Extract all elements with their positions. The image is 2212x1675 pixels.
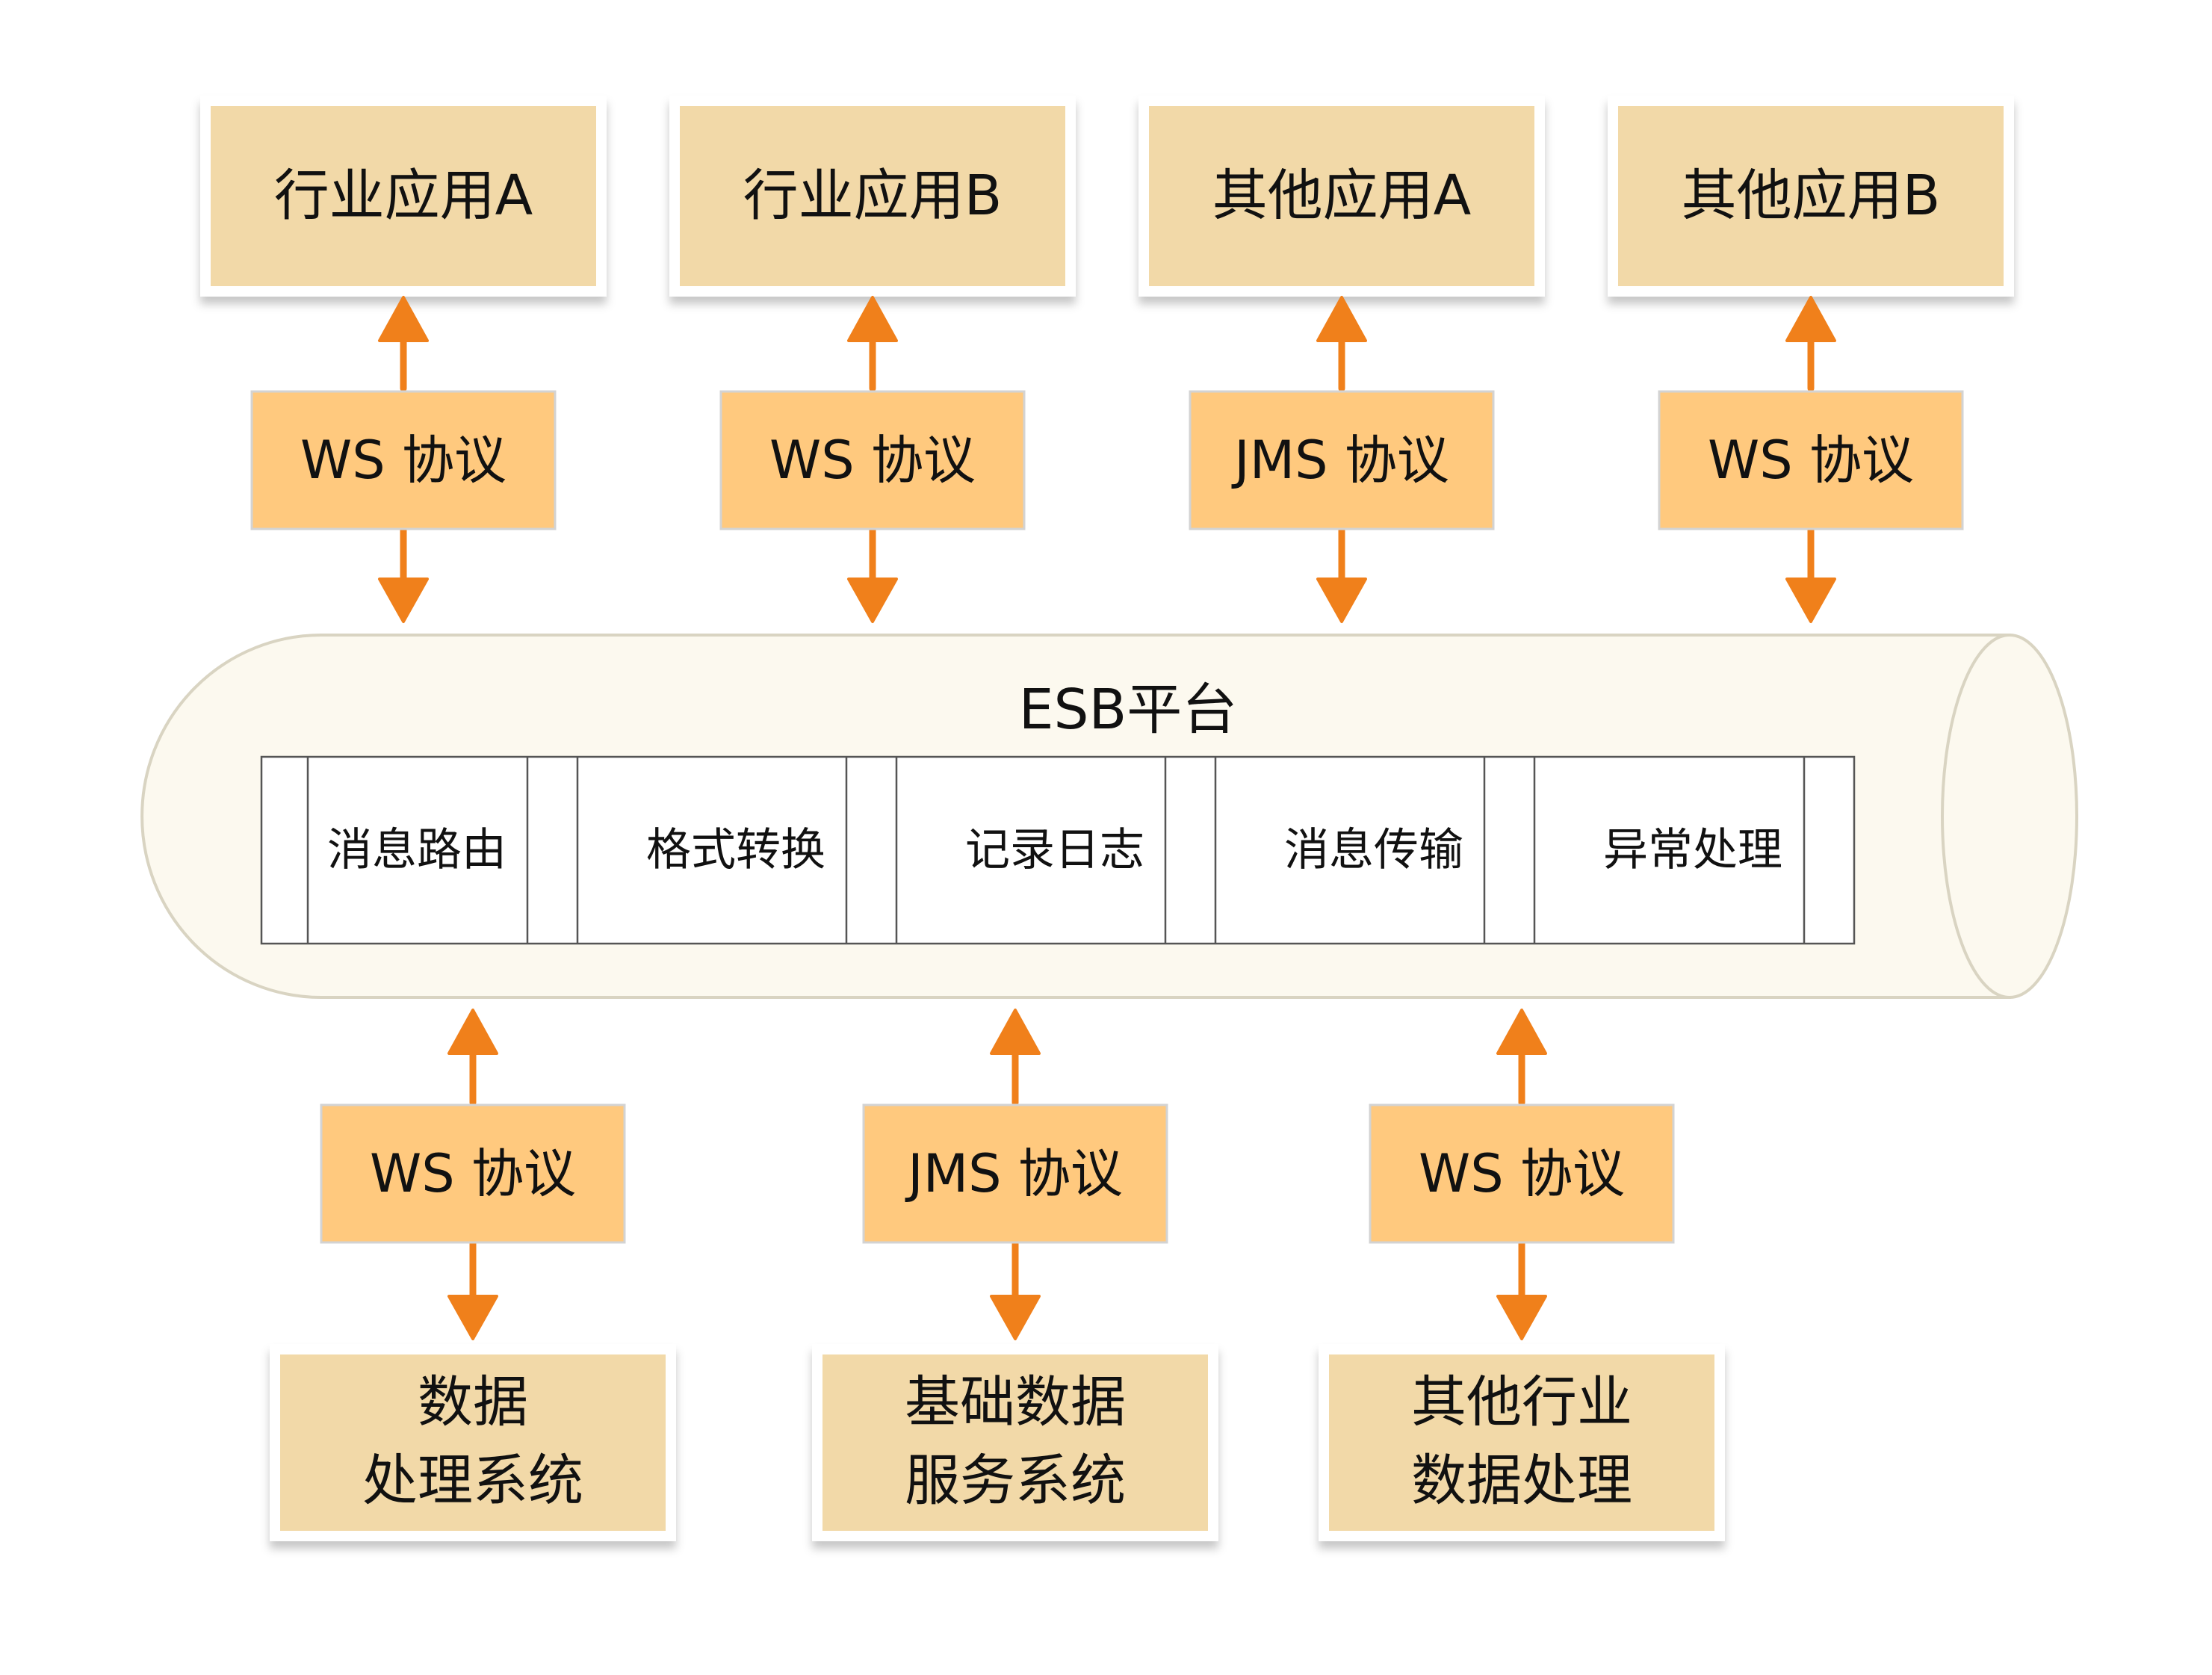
arrow-up-head — [447, 1009, 498, 1055]
protocol-label: JMS 协议 — [905, 1143, 1123, 1204]
arrow-top-1 — [378, 296, 429, 623]
esb-platform: ESB平台 消息路由 格式转换 记录日志 消息传输 异常处理 — [140, 634, 2078, 999]
arrow-down-head — [1496, 1295, 1547, 1340]
arrow-top-3 — [1316, 296, 1367, 623]
protocol-label: WS 协议 — [370, 1143, 576, 1204]
module-exception-handling: 异常处理 — [1603, 824, 1782, 876]
esb-module-strip: 消息路由 格式转换 记录日志 消息传输 异常处理 — [260, 755, 1856, 945]
module-message-transport: 消息传输 — [1284, 824, 1463, 876]
arrow-up-head — [1785, 296, 1836, 342]
arrow-bottom-2 — [990, 1009, 1041, 1340]
arrow-down-head — [1316, 578, 1367, 623]
top-applications: 行业应用A 行业应用B 其他应用A 其他应用B — [200, 96, 2014, 297]
protocol-box-top-3[interactable]: JMS 协议 — [1189, 390, 1495, 530]
app-label-industry-b: 行业应用B — [743, 164, 1003, 228]
protocol-label: WS 协议 — [300, 430, 506, 491]
protocol-box-top-1[interactable]: WS 协议 — [250, 390, 557, 530]
protocol-label: WS 协议 — [1708, 430, 1914, 491]
arrow-up-head — [847, 296, 898, 342]
module-message-routing: 消息路由 — [327, 824, 506, 876]
protocol-label: JMS 协议 — [1231, 430, 1449, 491]
system-label-line-2: 数据处理 — [1411, 1449, 1632, 1513]
bottom-systems: 数据 处理系统 基础数据 服务系统 其他行业 数据处理 — [270, 1344, 1725, 1541]
system-box-data-processing[interactable]: 数据 处理系统 — [270, 1344, 676, 1541]
app-box-industry-a[interactable]: 行业应用A — [200, 96, 607, 297]
system-label-line-2: 服务系统 — [905, 1449, 1126, 1513]
esb-title: ESB平台 — [1019, 678, 1238, 742]
app-label-industry-a: 行业应用A — [274, 164, 533, 228]
app-box-other-b[interactable]: 其他应用B — [1608, 96, 2014, 297]
system-label-line-2: 处理系统 — [362, 1449, 583, 1513]
protocol-box-bottom-2[interactable]: JMS 协议 — [862, 1103, 1168, 1244]
arrow-down-head — [447, 1295, 498, 1340]
esb-bus-end-cap — [1941, 634, 2078, 999]
protocol-label: WS 协议 — [1419, 1143, 1625, 1204]
system-box-base-data-service[interactable]: 基础数据 服务系统 — [812, 1344, 1218, 1541]
protocol-box-bottom-3[interactable]: WS 协议 — [1369, 1103, 1675, 1244]
arrow-down-head — [1785, 578, 1836, 623]
arrow-down-head — [847, 578, 898, 623]
app-label-other-a: 其他应用A — [1212, 164, 1472, 228]
arrow-top-4 — [1785, 296, 1836, 623]
top-connectors — [378, 296, 1836, 623]
protocol-label: WS 协议 — [769, 430, 976, 491]
arrow-down-head — [990, 1295, 1041, 1340]
bottom-connectors — [447, 1009, 1547, 1340]
protocol-box-top-4[interactable]: WS 协议 — [1658, 390, 1964, 530]
top-protocols: WS 协议 WS 协议 JMS 协议 WS 协议 — [250, 390, 1964, 530]
arrow-bottom-1 — [447, 1009, 498, 1340]
system-box-other-industry[interactable]: 其他行业 数据处理 — [1319, 1344, 1725, 1541]
arrow-bottom-3 — [1496, 1009, 1547, 1340]
arrow-up-head — [990, 1009, 1041, 1055]
arrow-up-head — [1496, 1009, 1547, 1055]
arrow-top-2 — [847, 296, 898, 623]
app-box-other-a[interactable]: 其他应用A — [1138, 96, 1545, 297]
arrow-down-head — [378, 578, 429, 623]
arrow-up-head — [378, 296, 429, 342]
arrow-up-head — [1316, 296, 1367, 342]
protocol-box-top-2[interactable]: WS 协议 — [719, 390, 1026, 530]
module-logging: 记录日志 — [965, 824, 1144, 876]
system-label-line-1: 基础数据 — [905, 1370, 1126, 1434]
system-label-line-1: 数据 — [418, 1370, 528, 1434]
app-box-industry-b[interactable]: 行业应用B — [669, 96, 1076, 297]
module-format-conversion: 格式转换 — [646, 824, 825, 876]
system-label-line-1: 其他行业 — [1411, 1370, 1632, 1434]
app-label-other-b: 其他应用B — [1682, 164, 1941, 228]
protocol-box-bottom-1[interactable]: WS 协议 — [320, 1103, 626, 1244]
bottom-protocols: WS 协议 JMS 协议 WS 协议 — [320, 1103, 1675, 1244]
